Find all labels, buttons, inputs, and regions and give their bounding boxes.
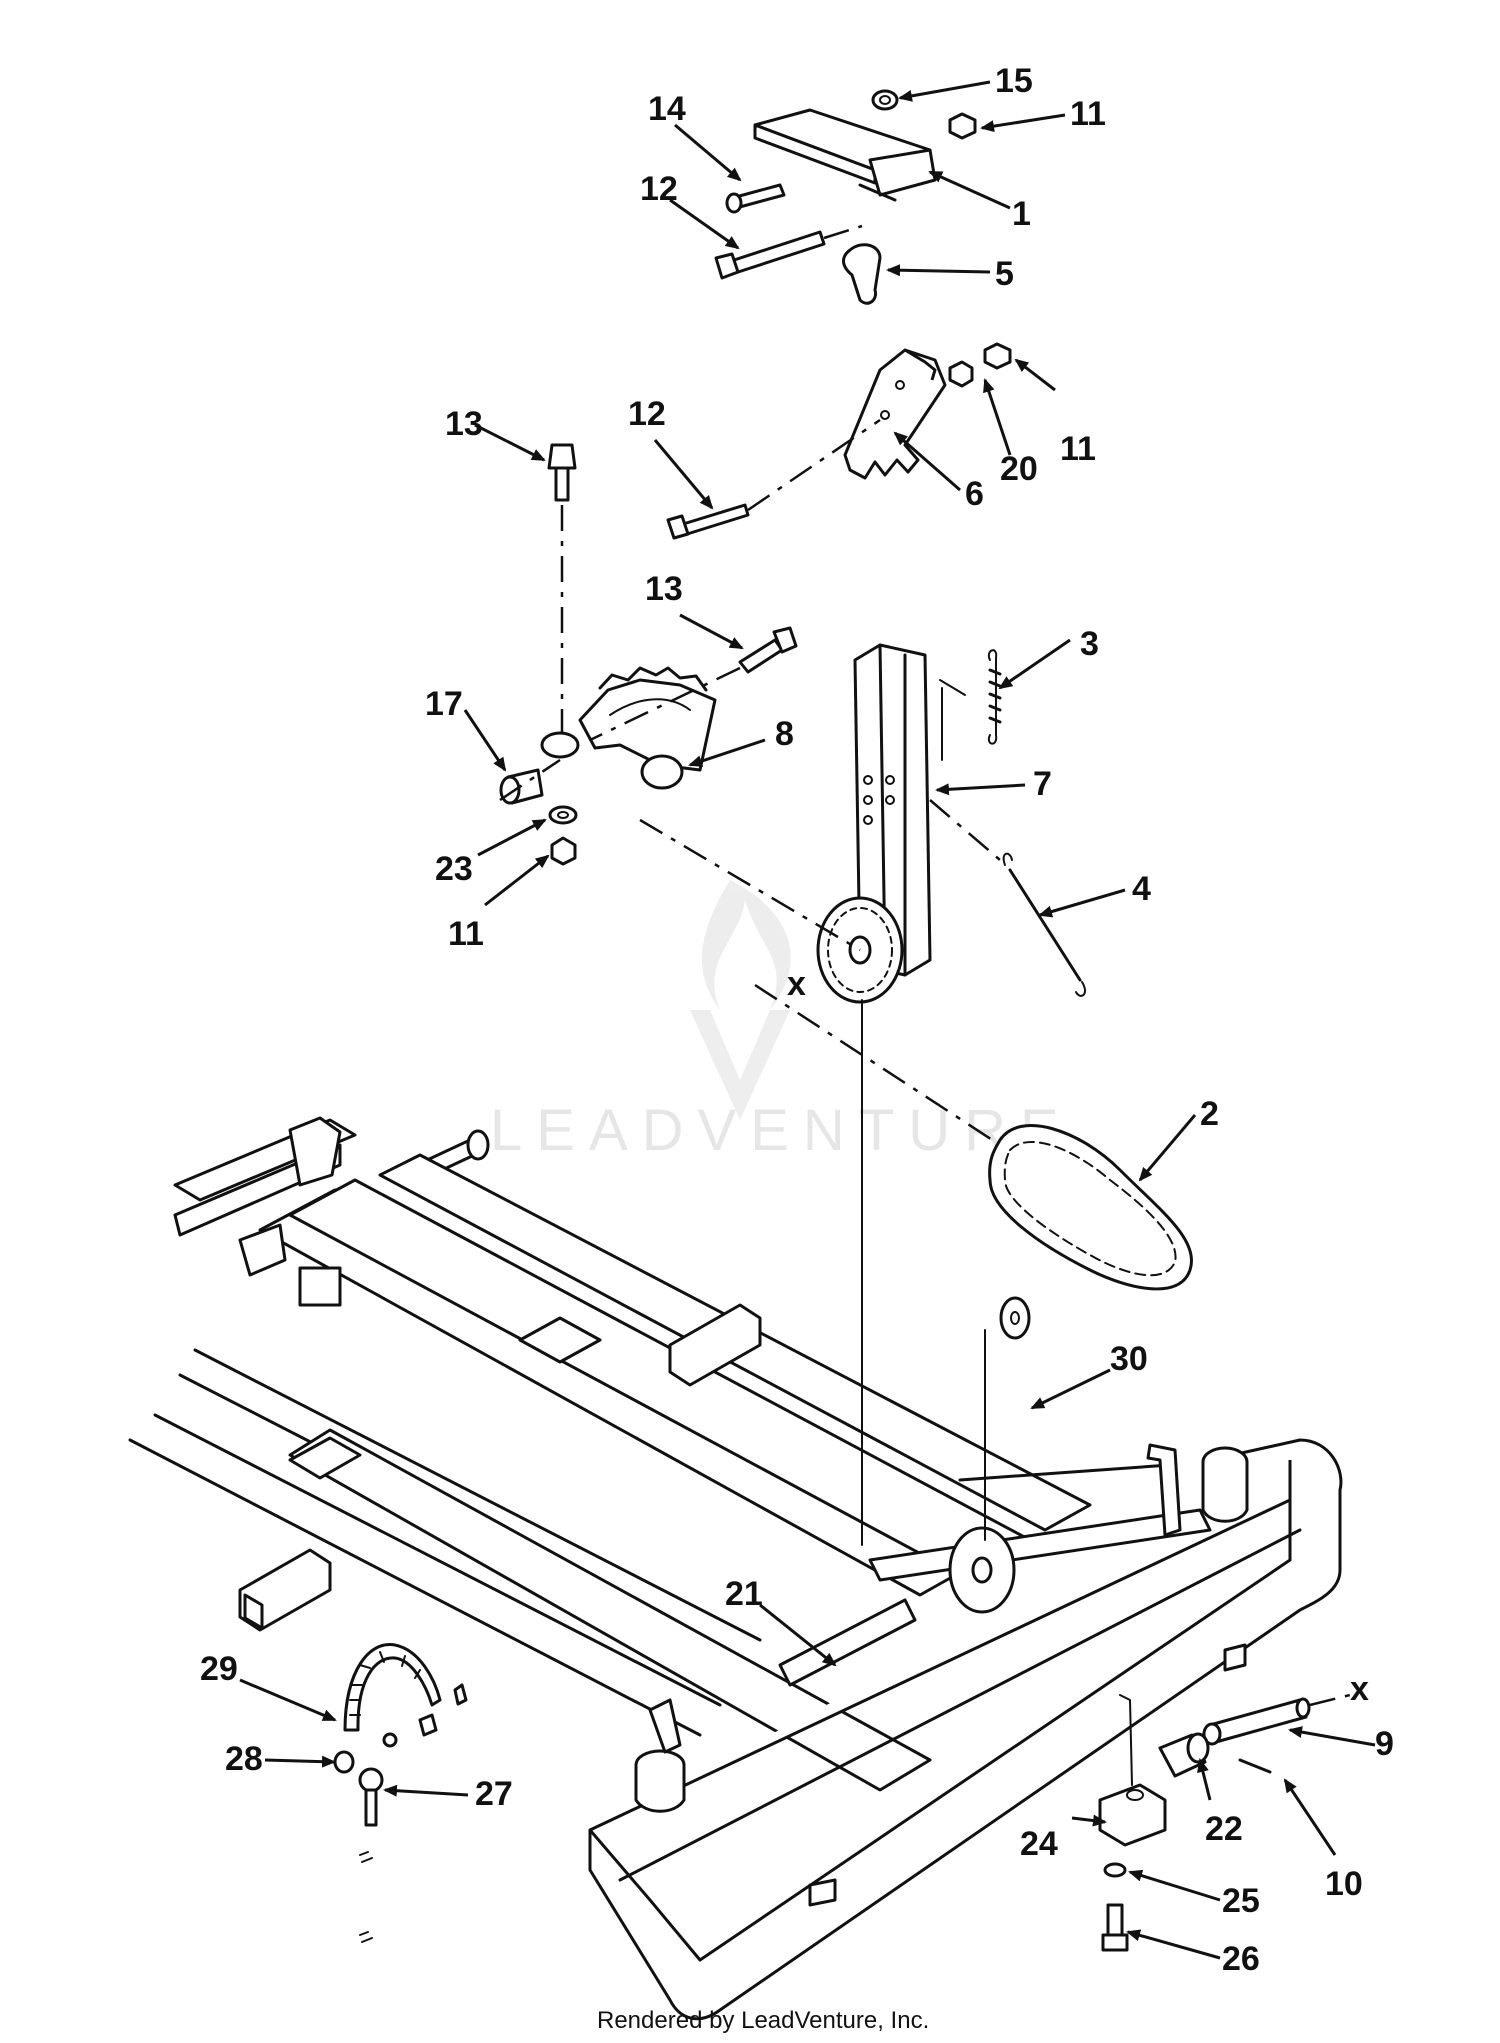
marker-x-top: x — [787, 965, 806, 1003]
chain-dash-line — [754, 983, 1001, 1147]
pin-part-9 — [1202, 1693, 1351, 1746]
stray-marks — [359, 1851, 373, 1943]
pin-part-14 — [725, 183, 786, 214]
callout-12-top: 12 — [640, 170, 678, 208]
pedal-part-1 — [753, 108, 937, 202]
marker-x-bottom: x — [1350, 1670, 1369, 1708]
chain-part-29 — [343, 1642, 468, 1748]
spacer-part-17 — [499, 758, 561, 805]
clamp-part-24 — [1098, 1694, 1167, 1847]
bolt-part-13-angled — [589, 626, 798, 742]
callout-15: 15 — [995, 62, 1033, 100]
callout-26: 26 — [1222, 1940, 1260, 1978]
bracket-part-8 — [540, 666, 717, 790]
callout-30: 30 — [1110, 1340, 1148, 1378]
link-part-5 — [842, 243, 882, 305]
spring-part-4 — [929, 799, 1086, 997]
frame-assembly — [128, 999, 1343, 2021]
callout-3: 3 — [1080, 625, 1099, 663]
credit-text: Rendered by LeadVenture, Inc. — [597, 2007, 929, 2034]
spacer-part-20 — [948, 360, 974, 388]
callout-21: 21 — [725, 1575, 763, 1613]
nut-part-11-low — [550, 836, 577, 866]
callout-22: 22 — [1205, 1810, 1243, 1848]
nut-part-11-mid — [983, 342, 1012, 370]
bolt-part-13-vertical — [547, 443, 577, 760]
washer-part-30 — [999, 1296, 1031, 1340]
callout-9: 9 — [1375, 1725, 1394, 1763]
pin-part-10 — [1238, 1758, 1272, 1774]
callout-13-top: 13 — [445, 405, 483, 443]
callout-28: 28 — [225, 1740, 263, 1778]
bolt-part-26 — [1101, 1903, 1129, 1952]
axle-dash-line — [639, 818, 861, 952]
watermark-logo — [690, 880, 791, 1120]
washer-part-25 — [1103, 1862, 1127, 1878]
callout-2: 2 — [1200, 1095, 1219, 1133]
chain-part-2 — [988, 1124, 1193, 1291]
lever-part-6 — [843, 348, 947, 480]
callout-25: 25 — [1222, 1882, 1260, 1920]
callout-20: 20 — [1000, 450, 1038, 488]
callout-10: 10 — [1325, 1865, 1363, 1903]
link-part-28 — [333, 1750, 355, 1774]
callout-24: 24 — [1020, 1825, 1058, 1863]
watermark-text: LEADVENTURE — [490, 1098, 1073, 1163]
callout-11-low: 11 — [448, 915, 484, 953]
callout-23: 23 — [435, 850, 473, 888]
callout-13-mid: 13 — [645, 570, 683, 608]
callout-arrows — [239, 80, 1376, 1960]
callout-8: 8 — [775, 715, 794, 753]
callout-7: 7 — [1033, 765, 1052, 803]
callout-4: 4 — [1132, 870, 1151, 908]
callout-labels: 15 11 14 12 1 5 11 20 6 12 13 13 3 17 8 … — [200, 62, 1394, 1978]
callout-17: 17 — [425, 685, 463, 723]
bolt-part-27 — [358, 1767, 384, 1827]
bolt-part-12-mid — [666, 418, 881, 540]
callout-27: 27 — [475, 1775, 513, 1813]
callout-6: 6 — [965, 475, 984, 513]
nut-part-11-top — [948, 112, 977, 140]
callout-11-mid: 11 — [1060, 430, 1096, 468]
callout-14: 14 — [648, 90, 686, 128]
spring-part-3 — [939, 649, 1002, 761]
callout-11-top: 11 — [1070, 95, 1106, 133]
bushing-part-22 — [1158, 1732, 1210, 1778]
bolt-part-12-top — [714, 224, 863, 280]
washer-part-15 — [871, 89, 899, 111]
callout-1: 1 — [1012, 195, 1031, 233]
callout-12-mid: 12 — [628, 395, 666, 433]
callout-29: 29 — [200, 1650, 238, 1688]
callout-5: 5 — [995, 255, 1014, 293]
washer-part-23 — [548, 805, 578, 825]
